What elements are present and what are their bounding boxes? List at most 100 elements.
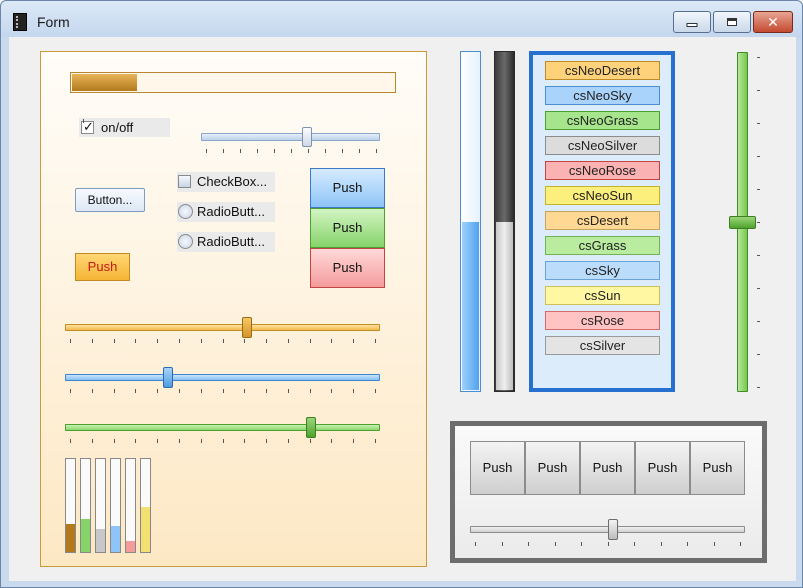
radio-button-2[interactable]: RadioButt... bbox=[177, 232, 275, 252]
group-push-button-5[interactable]: Push bbox=[690, 441, 745, 495]
slider-tick bbox=[274, 149, 275, 153]
small-bar-fill bbox=[96, 528, 105, 552]
color-scheme-item[interactable]: csNeoGrass bbox=[545, 111, 660, 130]
top-slider-track[interactable] bbox=[201, 133, 380, 141]
slider-tick bbox=[375, 389, 376, 393]
orange-slider-track[interactable] bbox=[65, 324, 380, 331]
slider-tick bbox=[135, 439, 137, 443]
color-scheme-item[interactable]: csRose bbox=[545, 311, 660, 330]
small-bar-sun bbox=[140, 458, 151, 553]
slider-tick bbox=[660, 542, 662, 546]
slider-tick bbox=[309, 339, 311, 343]
blue-slider-track[interactable] bbox=[65, 374, 380, 381]
green-push-button[interactable]: Push bbox=[310, 208, 385, 248]
close-button[interactable]: ✕ bbox=[753, 11, 793, 33]
slider-tick bbox=[70, 439, 71, 443]
small-bar-fill bbox=[66, 524, 75, 552]
gray-slider-track[interactable] bbox=[470, 526, 745, 533]
orange-slider-thumb[interactable] bbox=[241, 317, 252, 338]
color-scheme-item[interactable]: csNeoSilver bbox=[545, 136, 660, 155]
slider-tick bbox=[528, 542, 529, 546]
green-slider-thumb[interactable] bbox=[305, 417, 316, 438]
color-scheme-item[interactable]: csNeoSky bbox=[545, 86, 660, 105]
top-slider-thumb[interactable] bbox=[302, 127, 313, 147]
slider-tick bbox=[331, 439, 333, 443]
slider-tick bbox=[266, 389, 268, 393]
slider-tick bbox=[135, 339, 137, 343]
vertical-progress-silver bbox=[494, 51, 515, 392]
slider-tick bbox=[91, 389, 93, 393]
window-title: Form bbox=[37, 14, 70, 30]
color-scheme-item[interactable]: csSky bbox=[545, 261, 660, 280]
checkbox-control[interactable]: CheckBox... bbox=[177, 172, 275, 192]
onoff-checkbox-box[interactable]: ✓ bbox=[81, 119, 94, 134]
slider-tick bbox=[325, 149, 326, 153]
slider-tick bbox=[687, 542, 688, 546]
slider-tick bbox=[375, 439, 376, 443]
group-push-button-4[interactable]: Push bbox=[635, 441, 690, 495]
slider-tick bbox=[244, 389, 246, 393]
maximize-button[interactable] bbox=[713, 11, 751, 33]
color-scheme-item[interactable]: csNeoRose bbox=[545, 161, 660, 180]
minimize-button[interactable] bbox=[673, 11, 711, 33]
green-slider-track[interactable] bbox=[65, 424, 380, 431]
vertical-slider-tick bbox=[757, 288, 760, 289]
color-scheme-item[interactable]: csNeoSun bbox=[545, 186, 660, 205]
slider-tick bbox=[244, 439, 246, 443]
vertical-slider-tick bbox=[757, 321, 760, 322]
title-bar[interactable]: Form ✕ bbox=[1, 1, 802, 37]
slider-tick bbox=[554, 542, 556, 546]
checkbox-box[interactable] bbox=[178, 175, 191, 188]
slider-tick bbox=[331, 339, 333, 343]
slider-tick bbox=[309, 439, 311, 443]
small-bar-silver bbox=[95, 458, 106, 553]
blue-slider-thumb[interactable] bbox=[162, 367, 173, 388]
color-scheme-item[interactable]: csDesert bbox=[545, 211, 660, 230]
onoff-checkbox[interactable]: ✓ on/off bbox=[79, 118, 170, 137]
slider-tick bbox=[200, 339, 202, 343]
gray-slider-ticks bbox=[475, 542, 741, 547]
slider-tick bbox=[244, 339, 246, 343]
vertical-slider-tick bbox=[757, 57, 760, 58]
slider-tick bbox=[113, 389, 115, 393]
slider-tick bbox=[178, 439, 180, 443]
red-push-button[interactable]: Push bbox=[310, 248, 385, 288]
group-push-button-3[interactable]: Push bbox=[580, 441, 635, 495]
progress-fill bbox=[72, 74, 137, 91]
slider-tick bbox=[581, 542, 582, 546]
slider-tick bbox=[91, 439, 93, 443]
radio-2-circle[interactable] bbox=[178, 234, 193, 249]
color-scheme-item[interactable]: csNeoDesert bbox=[545, 61, 660, 80]
vertical-slider-tick bbox=[757, 156, 760, 157]
vertical-progress-silver-fill bbox=[496, 221, 513, 390]
group-push-button-2[interactable]: Push bbox=[525, 441, 580, 495]
horizontal-progress-bar bbox=[70, 72, 396, 93]
vertical-slider-tick bbox=[757, 90, 760, 91]
blue-push-button[interactable]: Push bbox=[310, 168, 385, 208]
standard-button[interactable]: Button... bbox=[75, 188, 145, 212]
vertical-slider-tick bbox=[757, 222, 760, 223]
radio-1-circle[interactable] bbox=[178, 204, 193, 219]
slider-tick bbox=[287, 439, 289, 443]
small-bar-gold bbox=[65, 458, 76, 553]
slider-tick bbox=[240, 149, 241, 153]
radio-button-1[interactable]: RadioButt... bbox=[177, 202, 275, 222]
orange-slider-ticks bbox=[70, 339, 376, 344]
color-scheme-item[interactable]: csSilver bbox=[545, 336, 660, 355]
maximize-icon bbox=[727, 18, 737, 26]
film-icon bbox=[13, 13, 27, 31]
gray-slider-thumb[interactable] bbox=[607, 519, 618, 540]
slider-tick bbox=[178, 339, 180, 343]
group-push-button-1[interactable]: Push bbox=[470, 441, 525, 495]
vertical-green-slider-thumb[interactable] bbox=[729, 215, 756, 229]
slider-tick bbox=[353, 339, 355, 343]
top-slider-ticks bbox=[206, 149, 377, 154]
orange-push-button[interactable]: Push bbox=[75, 253, 130, 281]
color-scheme-item[interactable]: csGrass bbox=[545, 236, 660, 255]
vertical-slider-tick bbox=[757, 255, 760, 256]
color-scheme-item[interactable]: csSun bbox=[545, 286, 660, 305]
slider-tick bbox=[178, 389, 180, 393]
slider-tick bbox=[222, 339, 224, 343]
slider-tick bbox=[501, 542, 503, 546]
